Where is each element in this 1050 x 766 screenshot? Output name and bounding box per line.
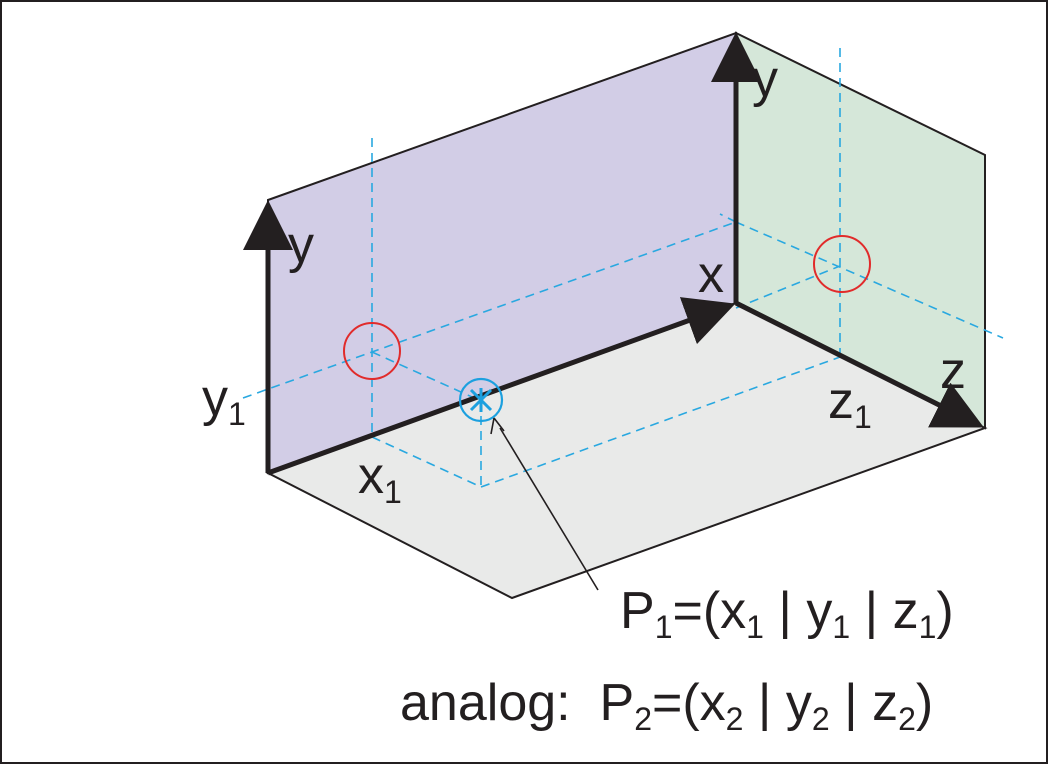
right-y-label: y xyxy=(752,50,778,108)
projection-lines xyxy=(242,48,1004,488)
yz-projection-marker xyxy=(813,235,871,293)
z-label: z xyxy=(940,342,966,400)
pointer-arrowhead xyxy=(490,417,505,435)
x-label: x xyxy=(698,246,724,304)
x-axis xyxy=(267,297,736,476)
point-p1-cross xyxy=(469,388,493,412)
axes xyxy=(243,32,984,476)
pointer-line xyxy=(499,427,599,591)
z1-label: z1 xyxy=(828,372,872,435)
p1-formula: P1=(x1 | y1 | z1) xyxy=(620,582,954,645)
xy-projection-marker xyxy=(343,322,401,380)
z-axis xyxy=(734,300,984,428)
p2-formula: analog: P2=(x2 | y2 | z2) xyxy=(400,674,933,737)
x1-label: x1 xyxy=(358,447,402,510)
point-p1-ring xyxy=(458,377,504,423)
left-y-label: y xyxy=(288,216,314,274)
y1-label: y1 xyxy=(202,369,246,432)
